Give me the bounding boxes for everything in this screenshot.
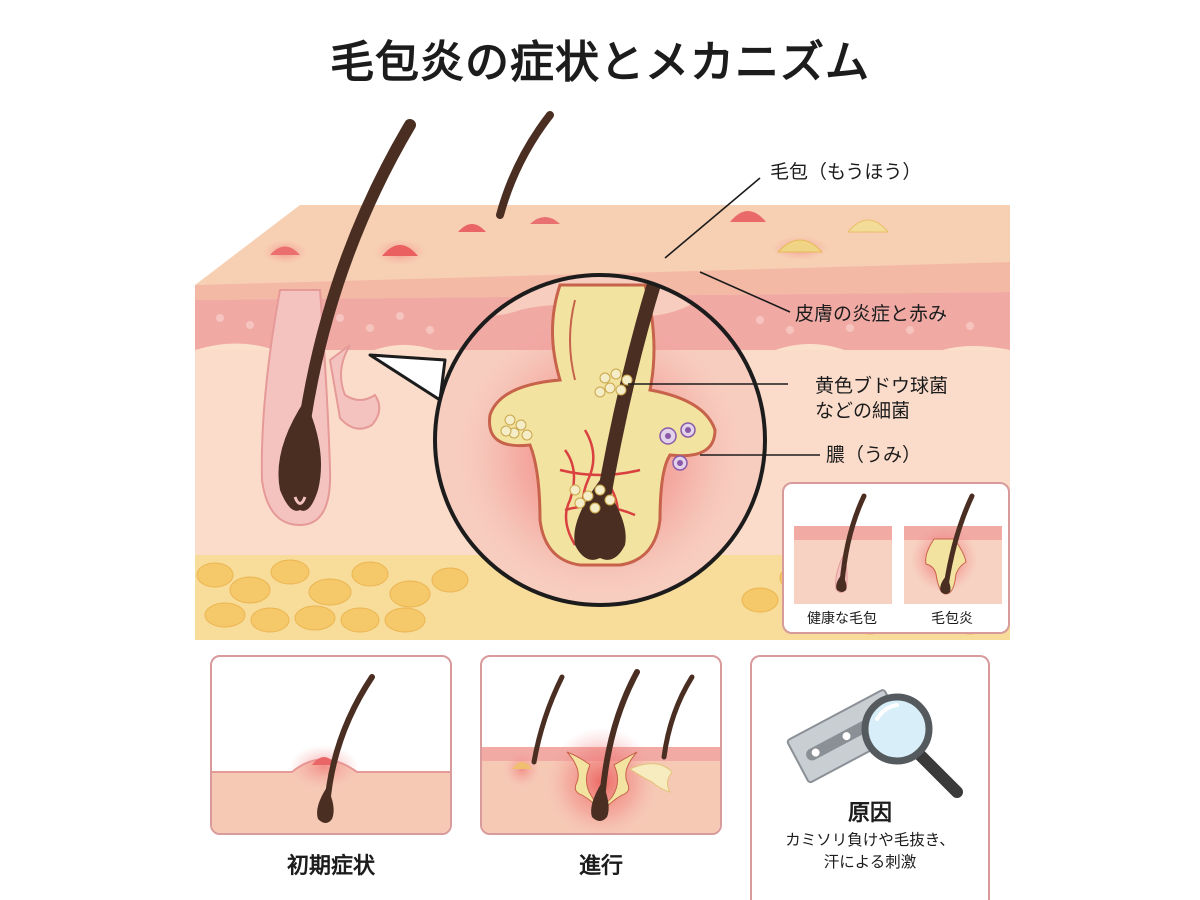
caption-early-symptoms: 初期症状 bbox=[286, 854, 375, 879]
early-symptoms-panel bbox=[210, 655, 452, 835]
magnifying-glass-icon bbox=[861, 693, 963, 798]
left-hair-follicle bbox=[260, 119, 416, 527]
caption-progress: 進行 bbox=[578, 854, 623, 879]
comparison-panel: 健康な毛包 毛包炎 bbox=[782, 482, 1010, 634]
cause-title: 原因 bbox=[847, 801, 892, 826]
leader-lines bbox=[628, 177, 820, 456]
magnified-follicle bbox=[368, 273, 767, 607]
label-folliculitis: 毛包炎 bbox=[931, 611, 973, 627]
label-bacteria-line1: 黄色ブドウ球菌 bbox=[815, 375, 949, 397]
cause-panel: 原因 カミソリ負けや毛抜き、 汗による刺激 bbox=[750, 655, 990, 900]
label-pus: 膿（うみ） bbox=[826, 444, 922, 466]
skin-cross-section bbox=[195, 111, 1010, 640]
progress-panel bbox=[480, 655, 722, 835]
label-follicle: 毛包（もうほう） bbox=[770, 161, 922, 183]
label-healthy-follicle: 健康な毛包 bbox=[807, 611, 877, 627]
small-hair bbox=[496, 111, 554, 219]
label-skin-inflammation: 皮膚の炎症と赤み bbox=[795, 303, 948, 325]
label-bacteria-line2: などの細菌 bbox=[815, 400, 911, 422]
skin-bumps bbox=[263, 211, 890, 265]
page-title: 毛包炎の症状とメカニズム bbox=[330, 37, 870, 88]
cause-description: カミソリ負けや毛抜き、 汗による刺激 bbox=[785, 831, 955, 871]
